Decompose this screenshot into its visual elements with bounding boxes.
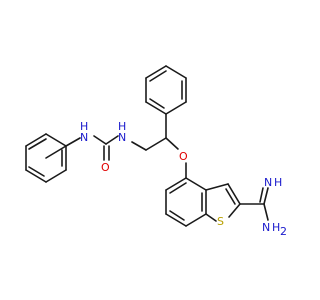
bond-cn-double-1: [263, 187, 269, 205]
label-sub-2: 2: [280, 225, 287, 238]
label-h-urea-left: H: [80, 120, 88, 133]
bond-carbonyl-nh: [105, 135, 119, 145]
label-h-amine: H: [272, 221, 280, 234]
label-n-urea-left: N: [80, 131, 88, 144]
label-n-urea-right: N: [118, 131, 126, 144]
benzo-ring: [165, 177, 207, 227]
label-h-urea-right: H: [118, 120, 126, 133]
thiophene-ring: [205, 183, 241, 222]
label-n-amine: N: [262, 221, 270, 234]
phenyl-ring-left: [25, 133, 67, 183]
bond-nh-carbonyl: [93, 135, 107, 145]
bond-ch2-ch: [145, 137, 167, 151]
bond-c-nh2: [263, 203, 269, 221]
bond-cn-double-2: [259, 187, 264, 203]
label-o-ether: O: [179, 150, 188, 163]
phenyl-ring-top: [145, 65, 187, 115]
label-h-imine: H: [274, 176, 282, 189]
structure-svg: H N O H N O S N H N H 2: [25, 65, 287, 238]
molecule-canvas: H N O H N O S N H N H 2: [25, 65, 287, 238]
label-o-carbonyl: O: [101, 161, 110, 174]
bond-ph-nh: [65, 137, 81, 147]
bond-ch-o: [165, 137, 179, 150]
label-n-imine: N: [264, 176, 272, 189]
bond-nh-ch2: [131, 141, 147, 151]
label-s-thiophene: S: [217, 215, 224, 228]
